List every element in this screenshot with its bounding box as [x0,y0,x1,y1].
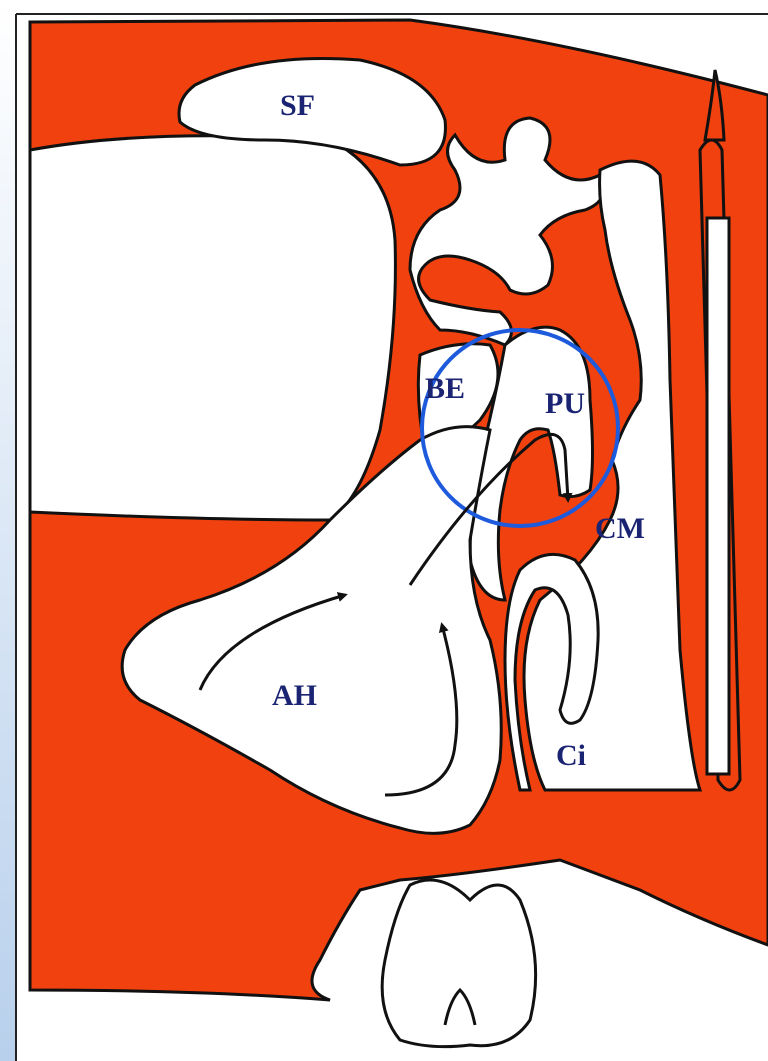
label-sf: SF [280,89,315,122]
septum-slot [707,218,729,774]
tooth [382,880,535,1047]
label-ah: AH [272,679,317,712]
label-cm: CM [595,512,645,545]
label-be: BE [425,372,465,405]
left-border [0,0,16,1061]
label-pu: PU [545,387,585,420]
label-ci: Ci [556,739,586,772]
orbit-cavity [30,136,395,520]
